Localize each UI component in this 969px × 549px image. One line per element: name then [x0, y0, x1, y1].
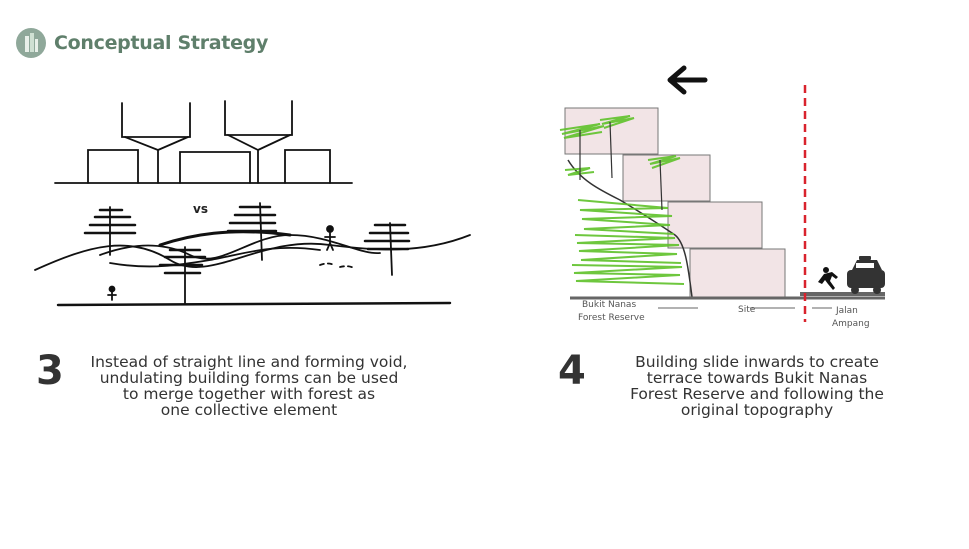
strategy-3-line: Instead of straight line and forming voi…	[90, 353, 408, 371]
page-header: Conceptual Strategy	[16, 28, 268, 58]
strategy-3-description: Instead of straight line and forming voi…	[84, 354, 414, 418]
terrace-section-diagram: Bukit Nanas Forest Reserve Site Jalan Am…	[559, 65, 885, 329]
strategy-4-line: Building slide inwards to create	[635, 353, 879, 371]
strategy-4-line: original topography	[680, 401, 834, 419]
strategy-3-line: undulating building forms can be used	[99, 369, 399, 387]
pedestrian-icon	[818, 267, 838, 290]
car-icon	[847, 256, 885, 294]
strategy-3-line: one collective element	[160, 401, 338, 419]
strategy-4-description: Building slide inwards to create terrace…	[612, 354, 902, 418]
vs-label: vs	[193, 202, 208, 216]
logo-icon	[16, 28, 46, 58]
label-forest-line2: Forest Reserve	[578, 313, 645, 323]
arrow-left-icon	[667, 65, 708, 95]
strategy-3-line: to merge together with forest as	[122, 385, 376, 403]
label-road-line1: Jalan	[835, 306, 858, 316]
strategy-4-line: terrace towards Bukit Nanas	[646, 369, 868, 387]
label-forest-line1: Bukit Nanas	[582, 300, 636, 310]
page-title: Conceptual Strategy	[54, 32, 269, 54]
strategy-number-4: 4	[558, 348, 586, 394]
sketch-building-forms: vs	[34, 100, 471, 307]
label-site: Site	[738, 305, 756, 315]
strategy-4-line: Forest Reserve and following the	[630, 385, 884, 403]
strategy-number-3: 3	[36, 348, 64, 394]
label-road-line2: Ampang	[832, 319, 870, 329]
